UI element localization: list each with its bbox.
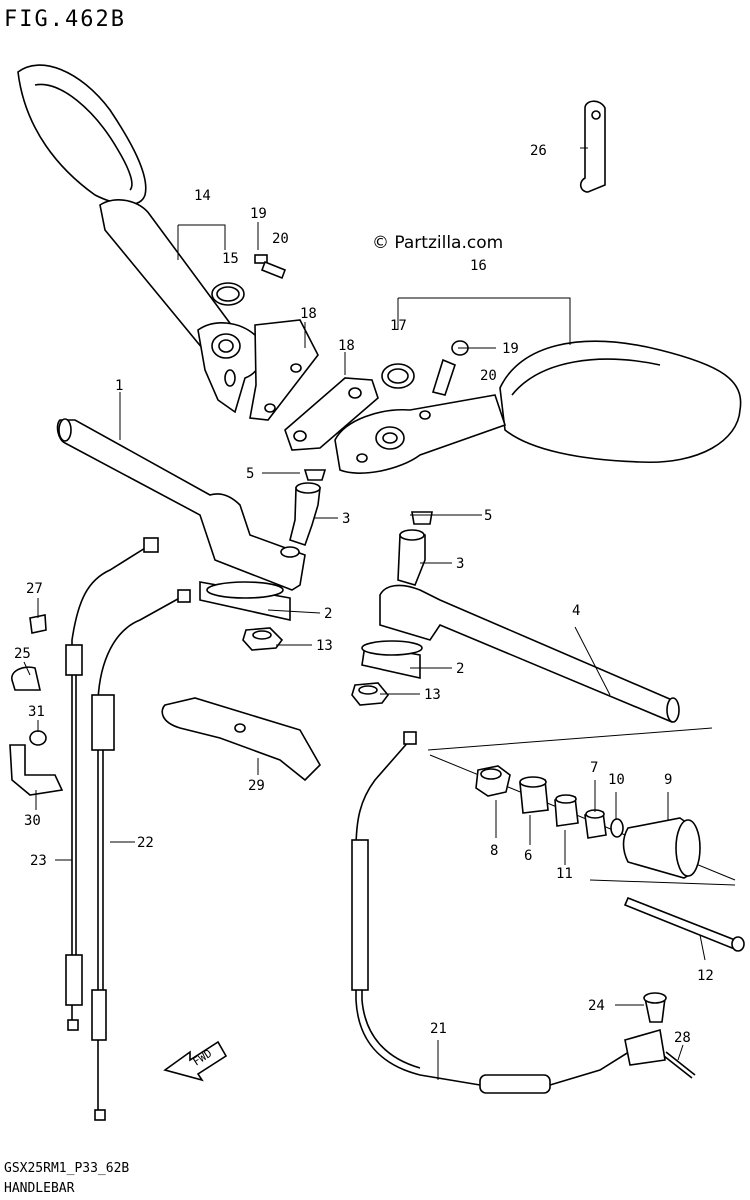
callout-3-left: 3: [342, 511, 350, 527]
callout-29: 29: [248, 778, 265, 794]
bolt-cap-left: [303, 469, 327, 481]
callout-5-left: 5: [246, 466, 254, 482]
callout-19-right: 19: [502, 341, 519, 357]
callout-26: 26: [530, 143, 547, 159]
clutch-cable: [351, 731, 641, 1094]
callout-3-right: 3: [456, 556, 464, 572]
callout-30: 30: [24, 813, 41, 829]
right-mirror-screw: [431, 340, 469, 396]
mirror-adapter-right: [284, 377, 379, 451]
right-mirror: [334, 340, 742, 474]
callout-7: 7: [590, 760, 598, 776]
callout-10: 10: [608, 772, 625, 788]
handlebar-bolt-right: [397, 529, 426, 586]
callout-19-left: 19: [250, 206, 267, 222]
throttle-cable: [65, 537, 159, 1031]
clutch-pin: [643, 992, 667, 1023]
left-mirror: [17, 64, 263, 414]
cable-guide-bracket: [161, 697, 321, 782]
callout-21: 21: [430, 1021, 447, 1037]
figure-title: FIG.462B: [4, 7, 126, 32]
handlebar-left: [56, 418, 306, 591]
clip-26: [579, 100, 606, 193]
bar-end-long-bolt: [623, 896, 745, 952]
callout-6: 6: [524, 848, 532, 864]
mirror-adapter-left: [249, 319, 319, 421]
callout-27: 27: [26, 581, 43, 597]
mirror-ring-left: [211, 282, 245, 306]
callout-9: 9: [664, 772, 672, 788]
callout-18-right: 18: [338, 338, 355, 354]
callouts: 14 19 20 15 16 26 18 17 18 19 20 1 5 3 5…: [14, 143, 714, 1046]
handlebar-bolt-left: [289, 482, 321, 547]
callout-4: 4: [572, 603, 580, 619]
callout-2-right: 2: [456, 661, 464, 677]
callout-18-left: 18: [300, 306, 317, 322]
nut-right: [351, 682, 390, 706]
holder-left: [199, 581, 291, 621]
callout-12: 12: [697, 968, 714, 984]
figure-code: GSX25RM1_P33_62B: [4, 1161, 129, 1176]
cable-bracket: [9, 744, 64, 796]
handlebar-right: [379, 584, 680, 723]
cotter-pin: [663, 1051, 696, 1079]
callout-31: 31: [28, 704, 45, 720]
callout-1: 1: [115, 378, 123, 394]
cable-clamp: [11, 666, 42, 691]
callout-24: 24: [588, 998, 605, 1014]
return-cable: [91, 589, 191, 1121]
callout-25: 25: [14, 646, 31, 662]
leader-lines: [23, 147, 706, 1080]
bar-end-spacer: [554, 794, 579, 827]
callout-2-left: 2: [324, 606, 332, 622]
callout-28: 28: [674, 1030, 691, 1046]
nut-left: [242, 627, 284, 651]
copyright-watermark: © Partzilla.com: [372, 233, 503, 253]
callout-20-right: 20: [480, 368, 497, 384]
bar-end-collar: [519, 776, 549, 814]
bolt-cap-right: [411, 511, 433, 525]
callout-8: 8: [490, 843, 498, 859]
mirror-ring-right: [381, 363, 415, 389]
callout-16: 16: [470, 258, 487, 274]
callout-15: 15: [222, 251, 239, 267]
clamp-screw: [29, 614, 47, 634]
bar-end-weight: [622, 817, 701, 879]
callout-5-right: 5: [484, 508, 492, 524]
callout-20-left: 20: [272, 231, 289, 247]
fwd-arrow: FWD: [163, 1040, 228, 1082]
bar-end-bolt: [475, 765, 511, 797]
callout-23: 23: [30, 853, 47, 869]
callout-13-left: 13: [316, 638, 333, 654]
bracket-bolt: [29, 730, 47, 746]
callout-22: 22: [137, 835, 154, 851]
callout-11: 11: [556, 866, 573, 882]
bar-end-washer: [584, 809, 607, 839]
left-mirror-screw: [254, 254, 287, 280]
callout-14: 14: [194, 188, 211, 204]
callout-17: 17: [390, 318, 407, 334]
cable-clevis: [624, 1028, 666, 1066]
holder-right: [361, 640, 423, 679]
callout-13-right: 13: [424, 687, 441, 703]
bar-end-ring: [610, 818, 624, 838]
figure-caption: HANDLEBAR: [4, 1181, 75, 1196]
